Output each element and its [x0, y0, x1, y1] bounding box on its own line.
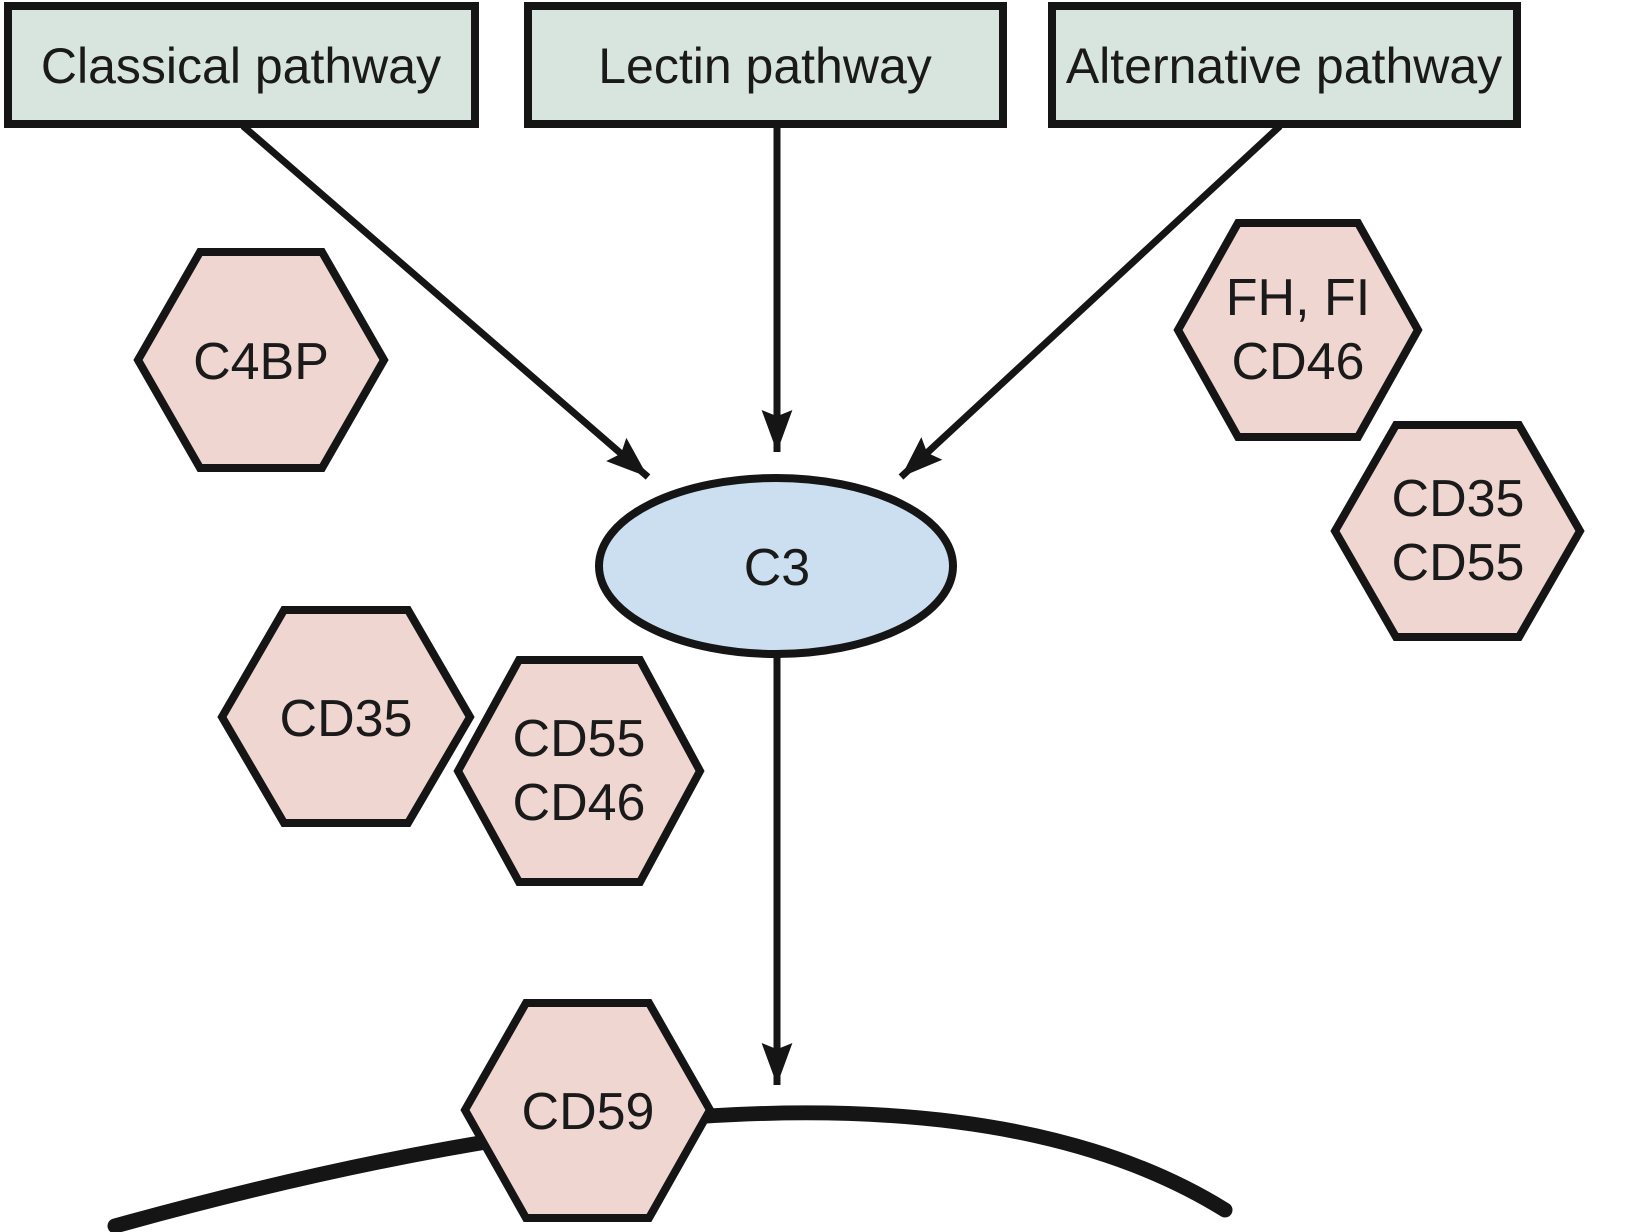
- cd35-cd55-right-hexagon: [1330, 421, 1585, 641]
- fh-fi-cd46-label-line2: CD46: [1232, 333, 1365, 391]
- arrow-classical-to-c3: [240, 123, 651, 480]
- c3-ellipse: [595, 474, 957, 658]
- cd35-left-label: CD35: [280, 690, 413, 748]
- cd35-left-hexagon: [217, 606, 475, 827]
- cd59-hexagon: [460, 999, 715, 1222]
- c4bp-hexagon: [133, 248, 389, 472]
- cd55-cd46-hexagon: [453, 656, 705, 886]
- c3-label: C3: [744, 539, 810, 597]
- classical-pathway-label: Classical pathway: [41, 38, 441, 94]
- c4bp-label: C4BP: [193, 333, 329, 391]
- classical-pathway-box: [4, 2, 479, 128]
- lectin-pathway-box: [524, 2, 1007, 128]
- fh-fi-cd46-hexagon: [1173, 219, 1423, 441]
- cd55-cd46-label-line1: CD55: [513, 710, 646, 768]
- fh-fi-cd46-label-line1: FH, FI: [1226, 269, 1370, 327]
- lectin-pathway-label: Lectin pathway: [598, 38, 932, 94]
- cell-membrane-curve: [107, 1105, 1233, 1232]
- cd35-cd55-right-label-line2: CD55: [1392, 534, 1525, 592]
- alternative-pathway-label: Alternative pathway: [1066, 38, 1502, 94]
- alternative-pathway-box: [1048, 2, 1521, 128]
- arrow-alternative-to-c3: [898, 123, 1283, 480]
- cd59-label: CD59: [522, 1083, 655, 1141]
- cd55-cd46-label-line2: CD46: [513, 774, 646, 832]
- cd35-cd55-right-label-line1: CD35: [1392, 470, 1525, 528]
